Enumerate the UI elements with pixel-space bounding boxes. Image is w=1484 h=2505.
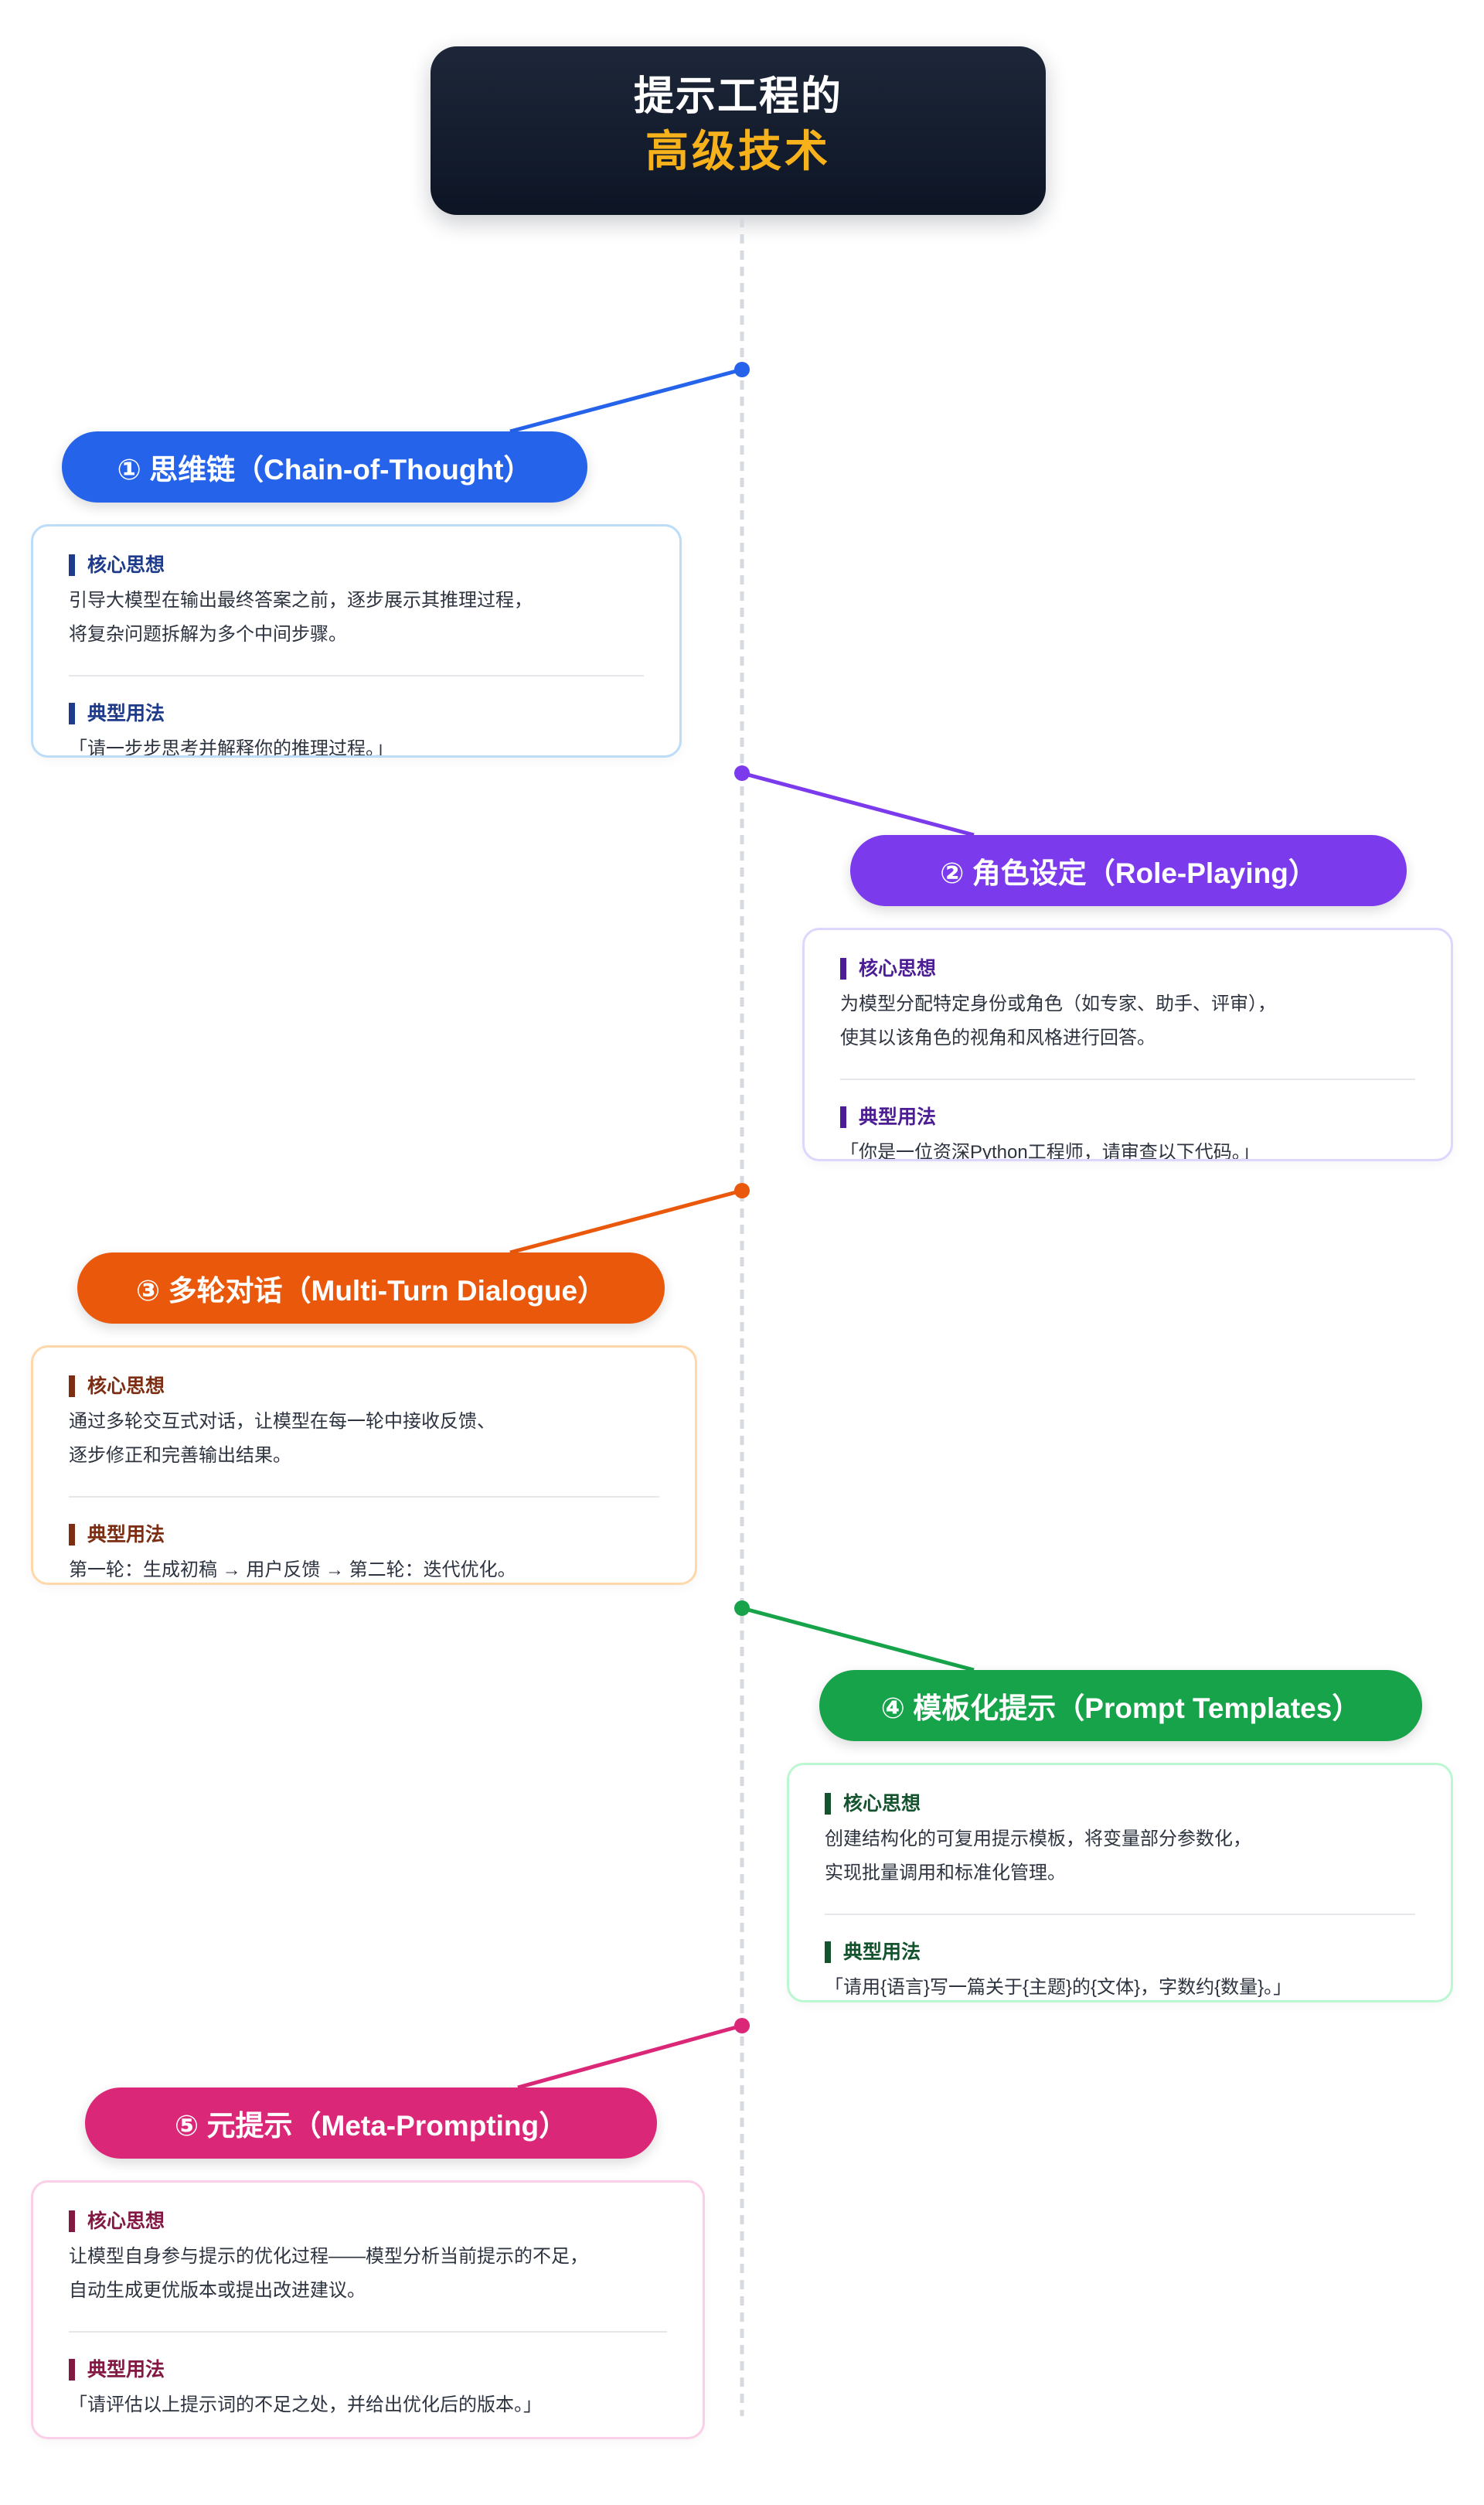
node-role (734, 765, 750, 781)
title-box: 提示工程的 高级技术 (431, 46, 1046, 215)
card-divider (840, 1079, 1415, 1080)
technique-pill-role: ② 角色设定（Role-Playing） (850, 835, 1407, 906)
technique-pill-multi-turn: ③ 多轮对话（Multi-Turn Dialogue） (77, 1252, 665, 1324)
core-idea-line-1: 创建结构化的可复用提示模板，将变量部分参数化， (825, 1828, 1251, 1849)
technique-card-multi-turn: 核心思想 通过多轮交互式对话，让模型在每一轮中接收反馈、 逐步修正和完善输出结果… (31, 1345, 697, 1585)
card-divider (825, 1914, 1415, 1915)
core-idea-line-1: 通过多轮交互式对话，让模型在每一轮中接收反馈、 (69, 1411, 495, 1432)
typical-usage-heading: 典型用法 (825, 1941, 1415, 1963)
typical-usage-heading: 典型用法 (840, 1106, 1415, 1128)
typical-usage-text: 「你是一位资深Python工程师，请审查以下代码。」 (840, 1142, 1260, 1161)
technique-pill-cot: ① 思维链（Chain-of-Thought） (62, 431, 587, 503)
connector-multi (509, 1188, 743, 1255)
technique-card-templates: 核心思想 创建结构化的可复用提示模板，将变量部分参数化， 实现批量调用和标准化管… (787, 1763, 1453, 2002)
connector-meta (517, 2023, 743, 2090)
core-idea-line-2: 将复杂问题拆解为多个中间步骤。 (69, 624, 347, 645)
core-idea-heading: 核心思想 (69, 554, 644, 576)
card-divider (69, 675, 644, 677)
technique-pill-templates: ④ 模板化提示（Prompt Templates） (819, 1670, 1422, 1741)
technique-card-role: 核心思想 为模型分配特定身份或角色（如专家、助手、评审）， 使其以该角色的视角和… (802, 928, 1453, 1161)
title-line-1: 提示工程的 (633, 74, 842, 119)
core-idea-heading: 核心思想 (825, 1793, 1415, 1815)
node-meta (734, 2018, 750, 2033)
core-idea-line-1: 引导大模型在输出最终答案之前，逐步展示其推理过程， (69, 590, 533, 611)
typical-usage-text: 「请用{语言}写一篇关于{主题}的{文体}，字数约{数量}。」 (825, 1977, 1292, 1998)
card-divider (69, 2331, 667, 2333)
title-line-2: 高级技术 (645, 127, 831, 176)
core-idea-heading: 核心思想 (69, 2210, 667, 2232)
node-cot (734, 362, 750, 377)
core-idea-line-2: 逐步修正和完善输出结果。 (69, 1445, 291, 1466)
typical-usage-heading: 典型用法 (69, 1524, 659, 1546)
core-idea-line-2: 实现批量调用和标准化管理。 (825, 1863, 1066, 1883)
typical-usage-text: 「请一步步思考并解释你的推理过程。」 (69, 738, 393, 758)
technique-card-cot: 核心思想 引导大模型在输出最终答案之前，逐步展示其推理过程， 将复杂问题拆解为多… (31, 524, 682, 758)
node-multi (734, 1183, 750, 1198)
core-idea-heading: 核心思想 (69, 1375, 659, 1397)
core-idea-line-2: 使其以该角色的视角和风格进行回答。 (840, 1028, 1156, 1048)
core-idea-line-1: 为模型分配特定身份或角色（如专家、助手、评审）， (840, 993, 1276, 1014)
connector-template (741, 1606, 975, 1672)
typical-usage-text: 「请评估以上提示词的不足之处，并给出优化后的版本。」 (69, 2394, 542, 2415)
typical-usage-text: 第一轮：生成初稿 → 用户反馈 → 第二轮：迭代优化。 (69, 1559, 516, 1580)
connector-cot (509, 367, 743, 434)
node-template (734, 1600, 750, 1616)
typical-usage-heading: 典型用法 (69, 703, 644, 724)
technique-card-meta: 核心思想 让模型自身参与提示的优化过程——模型分析当前提示的不足， 自动生成更优… (31, 2180, 705, 2439)
core-idea-heading: 核心思想 (840, 958, 1415, 980)
typical-usage-heading: 典型用法 (69, 2359, 667, 2381)
core-idea-line-1: 让模型自身参与提示的优化过程——模型分析当前提示的不足， (69, 2246, 588, 2267)
technique-pill-meta: ⑤ 元提示（Meta-Prompting） (85, 2088, 657, 2159)
card-divider (69, 1496, 659, 1498)
core-idea-line-2: 自动生成更优版本或提出改进建议。 (69, 2280, 366, 2301)
connector-role (741, 771, 975, 837)
